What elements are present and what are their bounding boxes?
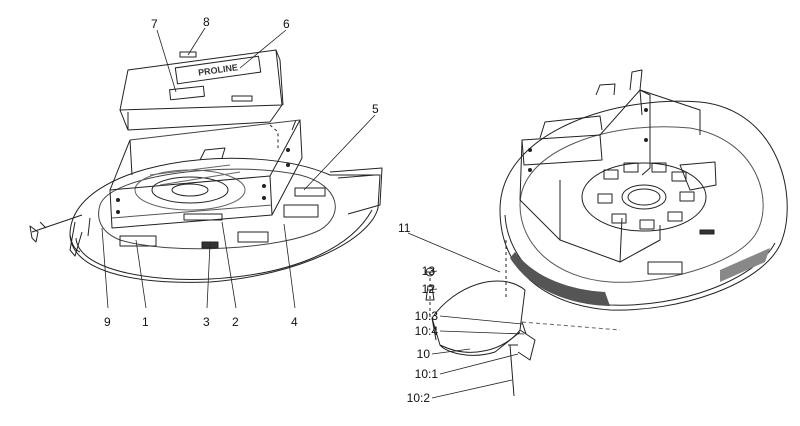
- callout-10-1: 10:1: [414, 367, 438, 381]
- callout-2: 2: [232, 315, 239, 329]
- callout-13: 13: [421, 264, 435, 278]
- callout-5: 5: [372, 102, 379, 116]
- callout-4: 4: [291, 315, 298, 329]
- leader-lines: [101, 27, 525, 399]
- callout-6: 6: [283, 17, 290, 31]
- callout-10-4: 10:4: [414, 324, 438, 338]
- left-lid-cover: [119, 49, 284, 148]
- callout-12: 12: [421, 282, 435, 296]
- callout-8: 8: [203, 15, 210, 29]
- callout-9: 9: [104, 315, 111, 329]
- right-mower-deck: [499, 100, 788, 311]
- callout-10: 10: [416, 347, 430, 361]
- callout-10-2: 10:2: [406, 391, 430, 405]
- callout-1: 1: [142, 315, 149, 329]
- callout-3: 3: [203, 315, 210, 329]
- callout-10-3: 10:3: [414, 309, 438, 323]
- lid-brand-text: PROLINE: [197, 62, 238, 77]
- callout-7: 7: [151, 17, 158, 31]
- left-mower-deck: [29, 157, 383, 283]
- right-chassis-frame: [519, 69, 717, 263]
- callout-11: 11: [398, 221, 411, 235]
- left-chassis-frame: [109, 119, 303, 229]
